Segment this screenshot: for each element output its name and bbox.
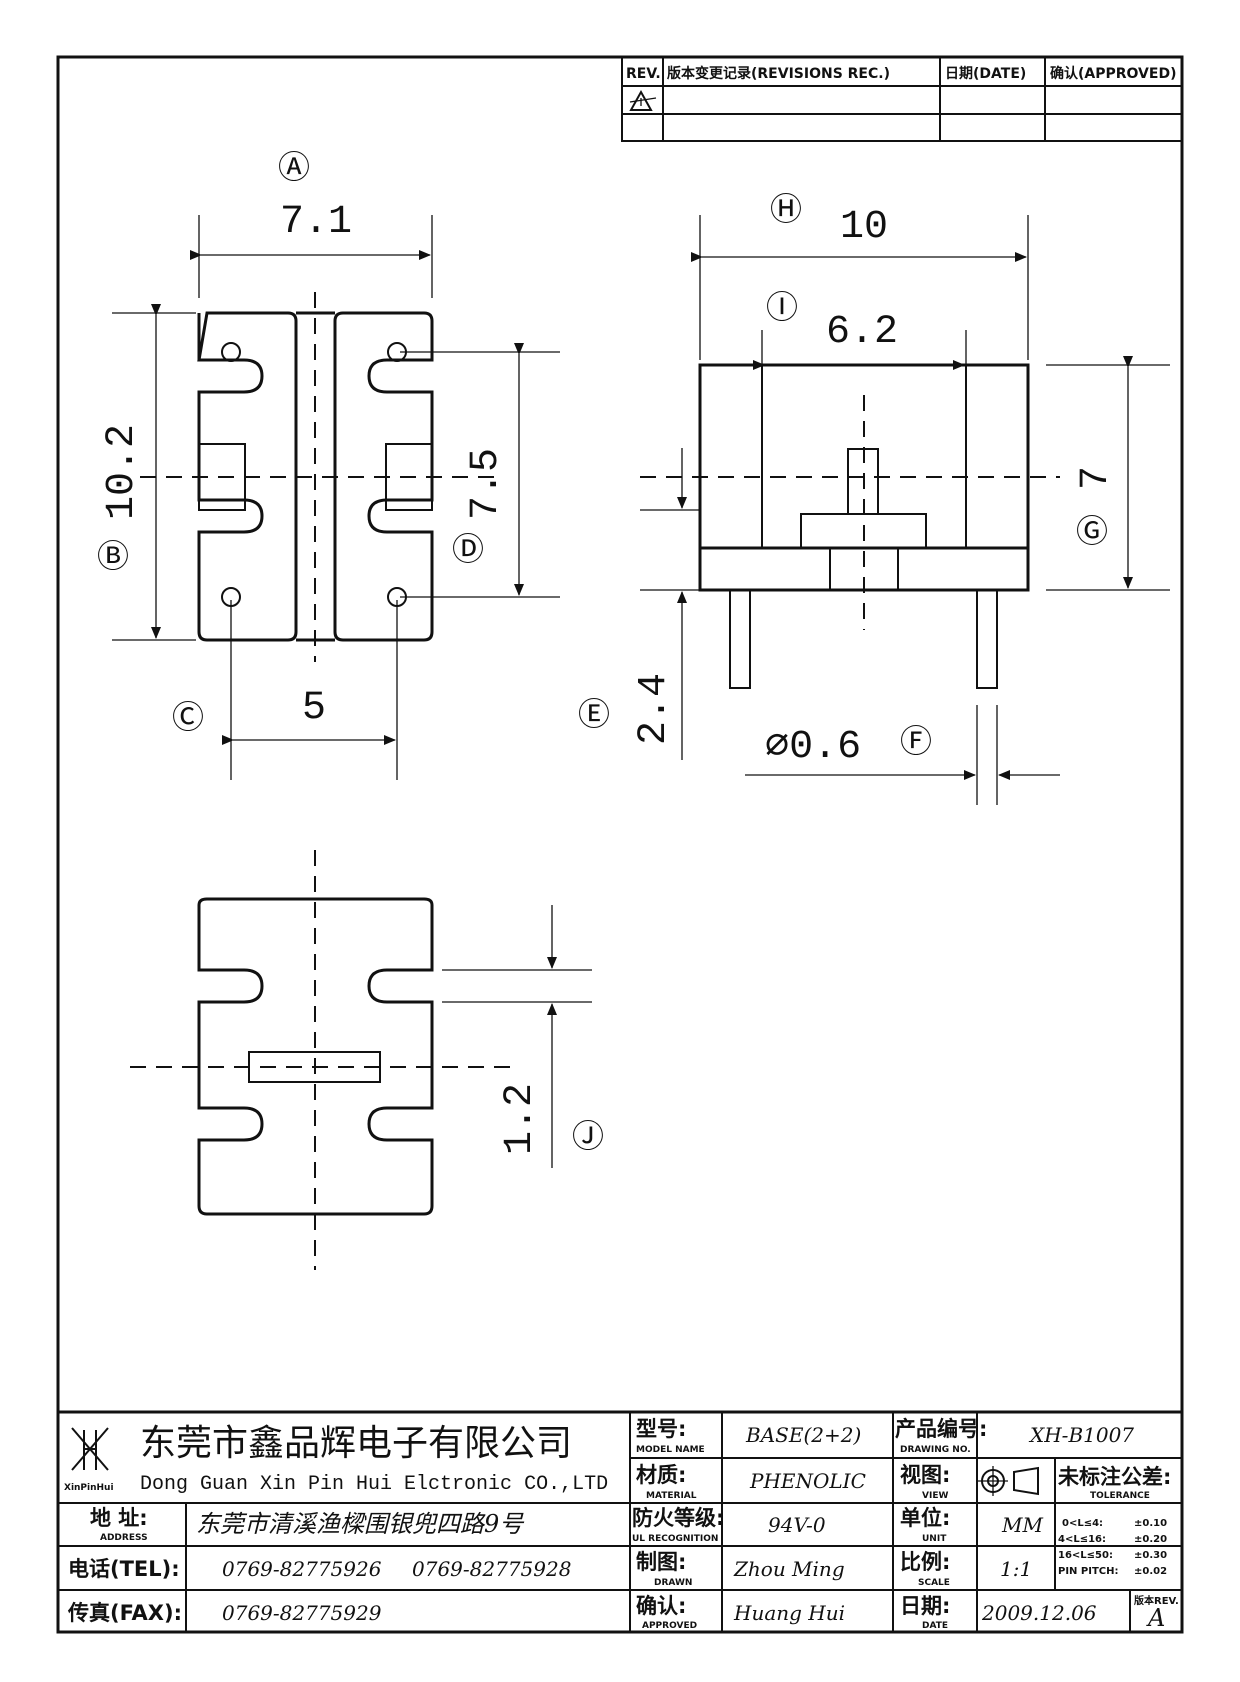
address-label: 地 址: <box>90 1506 148 1530</box>
bottom-view: 1.2 Ⓙ <box>130 850 604 1270</box>
dim-F: ⌀0.6 <box>765 725 861 770</box>
date-label-en: DATE <box>922 1621 948 1631</box>
title-block: XinPinHui 东莞市鑫品辉电子有限公司 Dong Guan Xin Pin… <box>58 1410 1182 1632</box>
label-G: Ⓖ <box>1076 512 1108 550</box>
label-I: Ⓘ <box>766 288 798 326</box>
dim-I: 6.2 <box>826 310 898 355</box>
tel-value-1: 0769-82775926 <box>222 1557 382 1581</box>
date-header: 日期(DATE) <box>945 66 1026 82</box>
tolerance-label: 未标注公差: <box>1058 1465 1171 1489</box>
scale-value: 1:1 <box>1000 1557 1032 1581</box>
approved-header: 确认(APPROVED) <box>1050 65 1176 82</box>
label-J: Ⓙ <box>572 1117 604 1155</box>
company-name-cn: 东莞市鑫品辉电子有限公司 <box>140 1423 572 1464</box>
side-view: Ⓗ 10 Ⓘ 6.2 7 Ⓖ 2.4 Ⓔ ⌀0.6 Ⓕ <box>578 190 1170 805</box>
sheet-border <box>56 55 1184 1634</box>
top-pin-hole <box>221 342 241 362</box>
material-value: PHENOLIC <box>749 1469 866 1493</box>
unit-value: MM <box>1001 1513 1043 1537</box>
tolerance-table: 0<L≤4: ±0.10 4<L≤16: ±0.20 16<L≤50: ±0.3… <box>1058 1518 1167 1577</box>
date-value: 2009.12.06 <box>981 1601 1097 1625</box>
tolerance-value: ±0.10 <box>1134 1518 1167 1529</box>
approved-value: Huang Hui <box>733 1601 845 1625</box>
revision-triangle-icon <box>629 89 657 111</box>
view-label: 视图: <box>900 1463 950 1487</box>
label-C: Ⓒ <box>172 698 204 736</box>
dim-H: 10 <box>840 205 888 250</box>
dim-B: 10.2 <box>100 424 145 520</box>
tolerance-range: PIN PITCH: <box>1058 1566 1118 1577</box>
model-label-en: MODEL NAME <box>636 1445 705 1455</box>
label-F: Ⓕ <box>900 722 932 760</box>
drawing-no-label-en: DRAWING NO. <box>900 1445 971 1455</box>
rev-label: 版本REV. <box>1134 1594 1179 1607</box>
rev-header: REV. <box>626 66 661 82</box>
label-H: Ⓗ <box>770 190 802 228</box>
fax-label: 传真(FAX): <box>67 1601 182 1625</box>
drawn-value: Zhou Ming <box>733 1557 845 1581</box>
scale-label-en: SCALE <box>918 1578 950 1588</box>
top-view-outline-right <box>333 311 434 642</box>
ul-label: 防火等级: <box>632 1506 724 1530</box>
model-label: 型号: <box>636 1417 686 1441</box>
bottom-view-outline <box>197 897 434 1216</box>
label-A: Ⓐ <box>278 148 310 186</box>
top-view-outline <box>197 311 298 642</box>
approved-label: 确认: <box>636 1594 686 1618</box>
tolerance-range: 4<L≤16: <box>1058 1534 1106 1545</box>
address-value: 东莞市清溪渔樑围银兜四路9号 <box>196 1510 525 1538</box>
dim-A: 7.1 <box>280 200 352 245</box>
label-E: Ⓔ <box>578 695 610 733</box>
rev-value: A <box>1146 1604 1165 1632</box>
model-value: BASE(2+2) <box>745 1423 861 1447</box>
fax-value: 0769-82775929 <box>222 1601 382 1625</box>
dim-E: 2.4 <box>632 673 677 745</box>
material-label-en: MATERIAL <box>646 1491 697 1501</box>
label-B: Ⓑ <box>97 537 129 575</box>
ul-label-en: UL RECOGNITION <box>632 1534 718 1544</box>
dim-G: 7 <box>1074 466 1119 490</box>
tel-label: 电话(TEL): <box>68 1557 180 1581</box>
tolerance-value: ±0.02 <box>1134 1566 1167 1577</box>
tolerance-range: 16<L≤50: <box>1058 1550 1113 1561</box>
view-label-en: VIEW <box>922 1491 948 1501</box>
drawing-no-value: XH-B1007 <box>1028 1423 1134 1447</box>
dim-J: 1.2 <box>498 1083 543 1155</box>
drawing-no-label: 产品编号: <box>895 1417 987 1441</box>
projection-symbol-icon <box>978 1466 1039 1496</box>
logo-text: XinPinHui <box>64 1483 114 1493</box>
tolerance-label-en: TOLERANCE <box>1090 1491 1150 1501</box>
revision-table: REV. 版本变更记录(REVISIONS REC.) 日期(DATE) 确认(… <box>621 56 1183 142</box>
material-label: 材质: <box>636 1463 686 1487</box>
company-name-en: Dong Guan Xin Pin Hui Elctronic CO.,LTD <box>140 1473 608 1496</box>
tel-value-2: 0769-82775928 <box>412 1557 571 1581</box>
drawn-label: 制图: <box>636 1550 686 1574</box>
top-view: Ⓐ 7.1 10.2 Ⓑ 7.5 Ⓓ Ⓒ 5 <box>97 148 560 780</box>
tolerance-value: ±0.20 <box>1134 1534 1167 1545</box>
revision-record-header: 版本变更记录(REVISIONS REC.) <box>667 65 890 82</box>
side-pin-left <box>729 589 751 689</box>
drawn-label-en: DRAWN <box>654 1578 692 1588</box>
company-logo-icon <box>71 1427 109 1471</box>
unit-label: 单位: <box>900 1506 950 1530</box>
tolerance-value: ±0.30 <box>1134 1550 1167 1561</box>
dim-D: 7.5 <box>464 448 509 520</box>
side-pin-right <box>976 589 998 689</box>
unit-label-en: UNIT <box>922 1534 947 1544</box>
date-label: 日期: <box>900 1594 950 1618</box>
scale-label: 比例: <box>900 1550 950 1574</box>
ul-value: 94V-0 <box>768 1513 826 1537</box>
address-label-en: ADDRESS <box>100 1533 148 1543</box>
approved-label-en: APPROVED <box>642 1621 697 1631</box>
dim-C: 5 <box>302 686 326 731</box>
tolerance-range: 0<L≤4: <box>1062 1518 1103 1529</box>
label-D: Ⓓ <box>452 530 484 568</box>
